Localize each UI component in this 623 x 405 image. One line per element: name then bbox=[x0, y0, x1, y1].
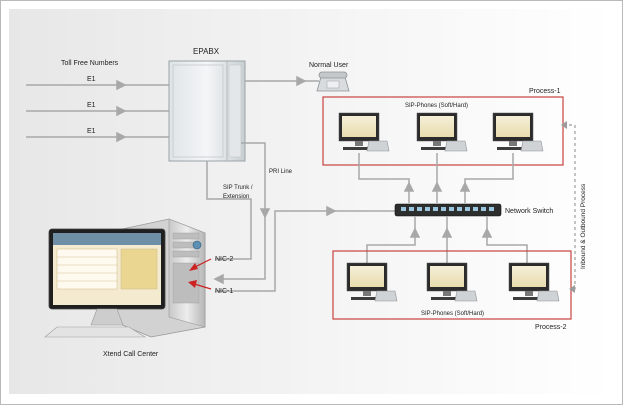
pri-line-label: PRI Line bbox=[269, 169, 293, 175]
process1-group bbox=[322, 96, 564, 166]
nic2-label: NIC-2 bbox=[215, 256, 233, 263]
process2-workstation-3 bbox=[508, 262, 560, 302]
epabx-label: EPABX bbox=[193, 47, 220, 56]
line-epabx-to-normal-user bbox=[245, 75, 319, 87]
xtend-call-center-computer bbox=[44, 218, 206, 338]
switch-to-process2-lines bbox=[366, 216, 528, 263]
process2-workstation-2 bbox=[426, 262, 478, 302]
process1-workstation-1 bbox=[338, 112, 390, 152]
nic1-to-switch-line bbox=[215, 205, 395, 292]
epabx-device bbox=[168, 60, 246, 162]
normal-user-label: Normal User bbox=[309, 62, 349, 69]
sip-trunk-label-1: SIP Trunk / bbox=[223, 185, 253, 191]
e1-lines bbox=[26, 79, 169, 143]
nic1-label: NIC-1 bbox=[215, 288, 233, 295]
e1-label-2: E1 bbox=[87, 102, 96, 109]
sip-trunk-label-2: Extension bbox=[223, 194, 249, 200]
process1-workstation-2 bbox=[416, 112, 468, 152]
e1-label-1: E1 bbox=[87, 76, 96, 83]
switch-to-process1-lines bbox=[358, 153, 514, 203]
toll-free-label: Toll Free Numbers bbox=[61, 60, 119, 67]
nic2-indicator bbox=[189, 258, 212, 271]
process1-workstation-3 bbox=[492, 112, 544, 152]
network-switch-device bbox=[394, 203, 502, 217]
inbound-outbound-loop bbox=[563, 124, 576, 290]
loop-arrow-top bbox=[561, 121, 567, 129]
process2-workstation-1 bbox=[346, 262, 398, 302]
loop-arrow-bottom bbox=[569, 285, 575, 293]
sip-trunk-line bbox=[206, 161, 252, 260]
process2-label: Process-2 bbox=[535, 324, 567, 331]
nic1-indicator bbox=[188, 280, 212, 290]
pri-line bbox=[213, 142, 271, 285]
e1-label-3: E1 bbox=[87, 128, 96, 135]
network-switch-label: Network Switch bbox=[505, 208, 553, 215]
process2-group bbox=[332, 250, 572, 320]
process1-label: Process-1 bbox=[529, 88, 561, 95]
inbound-outbound-label: Inbound & Outbound Process bbox=[580, 183, 587, 269]
process1-sip-phones-label: SIP-Phones (Soft/Hard) bbox=[405, 103, 468, 109]
xtend-call-center-label: Xtend Call Center bbox=[103, 351, 159, 358]
normal-user-phone-icon bbox=[316, 71, 350, 92]
process2-sip-phones-label: SIP-Phones (Soft/Hard) bbox=[421, 311, 484, 317]
